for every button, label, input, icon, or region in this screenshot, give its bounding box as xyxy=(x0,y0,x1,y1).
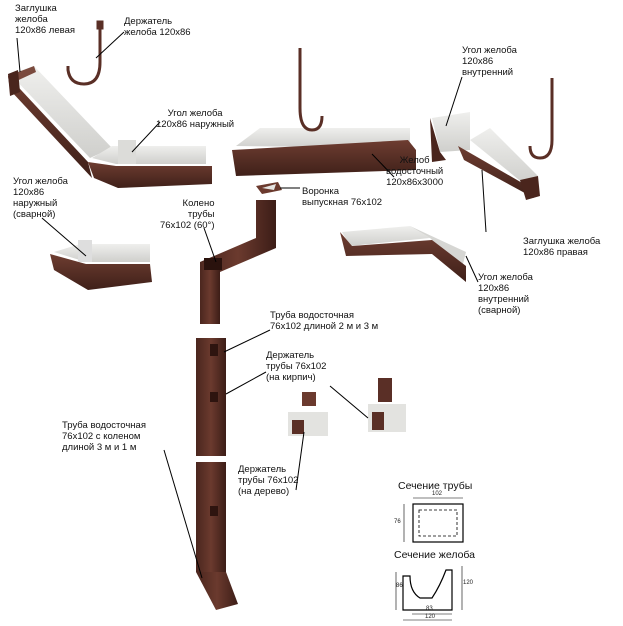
pipe-section-title: Сечение трубы xyxy=(398,480,473,492)
label-holder-wood: Держатель трубы 76х102 (на дерево) xyxy=(238,464,299,497)
pipe-holder-brick-2 xyxy=(368,378,406,432)
gutter-section-title: Сечение желоба xyxy=(394,549,476,561)
label-corner-outer: Угол желоба 120х86 наружный xyxy=(156,108,235,130)
corner-inner xyxy=(430,112,470,162)
label-corner-inner-welded: Угол желоба 120х86 внутренний (сварной) xyxy=(478,272,533,316)
corner-inner-welded xyxy=(340,226,466,282)
label-cap-right: Заглушка желоба 120х86 правая xyxy=(523,236,601,258)
drain-pipe-elbow xyxy=(196,462,238,610)
label-gutter: Желоб водосточный 120х86х3000 xyxy=(386,155,444,188)
gutter-section-drawing xyxy=(395,566,463,621)
gutter-left-diagonal xyxy=(8,66,112,178)
cap-left xyxy=(8,70,20,96)
funnel xyxy=(256,182,282,194)
label-pipe-elbow: Труба водосточная 76х102 с коленом длино… xyxy=(62,420,146,453)
gutter-section-height: 86 xyxy=(396,583,403,589)
label-pipe: Труба водосточная 76х102 длиной 2 м и 3 … xyxy=(270,310,379,332)
corner-outer xyxy=(88,140,212,188)
gutter-section-width-2: 120 xyxy=(425,614,436,620)
elbow-pipe xyxy=(200,200,276,324)
gutter-section-height-2: 120 xyxy=(463,580,474,586)
label-funnel: Воронка выпускная 76х102 xyxy=(302,186,383,208)
label-cap-left: Заглушка желоба 120х86 левая xyxy=(15,3,76,36)
gutter-right-diagonal xyxy=(458,128,540,200)
label-holder-brick: Держатель трубы 76х102 (на кирпич) xyxy=(266,350,327,383)
label-elbow: Колено трубы 76х102 (60°) xyxy=(160,198,215,231)
pipe-holder-brick-1 xyxy=(288,392,328,436)
label-corner-inner: Угол желоба 120х86 внутренний xyxy=(462,45,517,78)
label-gutter-holder: Держатель желоба 120х86 xyxy=(124,16,191,38)
leader-lines xyxy=(16,31,487,579)
corner-outer-welded xyxy=(50,240,152,290)
gutter-holder-center xyxy=(298,48,324,132)
gutter-holder-hook xyxy=(66,20,104,86)
gutter-holder-right xyxy=(528,78,554,160)
pipe-section-width: 102 xyxy=(432,491,443,497)
pipe-section-height: 76 xyxy=(394,519,401,525)
label-corner-outer-welded: Угол желоба 120х86 наружный (сварной) xyxy=(13,176,68,220)
gutter-section-width-1: 83 xyxy=(426,606,433,612)
gutter-center xyxy=(232,128,416,176)
drain-pipe xyxy=(196,338,226,456)
pipe-section-drawing xyxy=(403,497,464,543)
